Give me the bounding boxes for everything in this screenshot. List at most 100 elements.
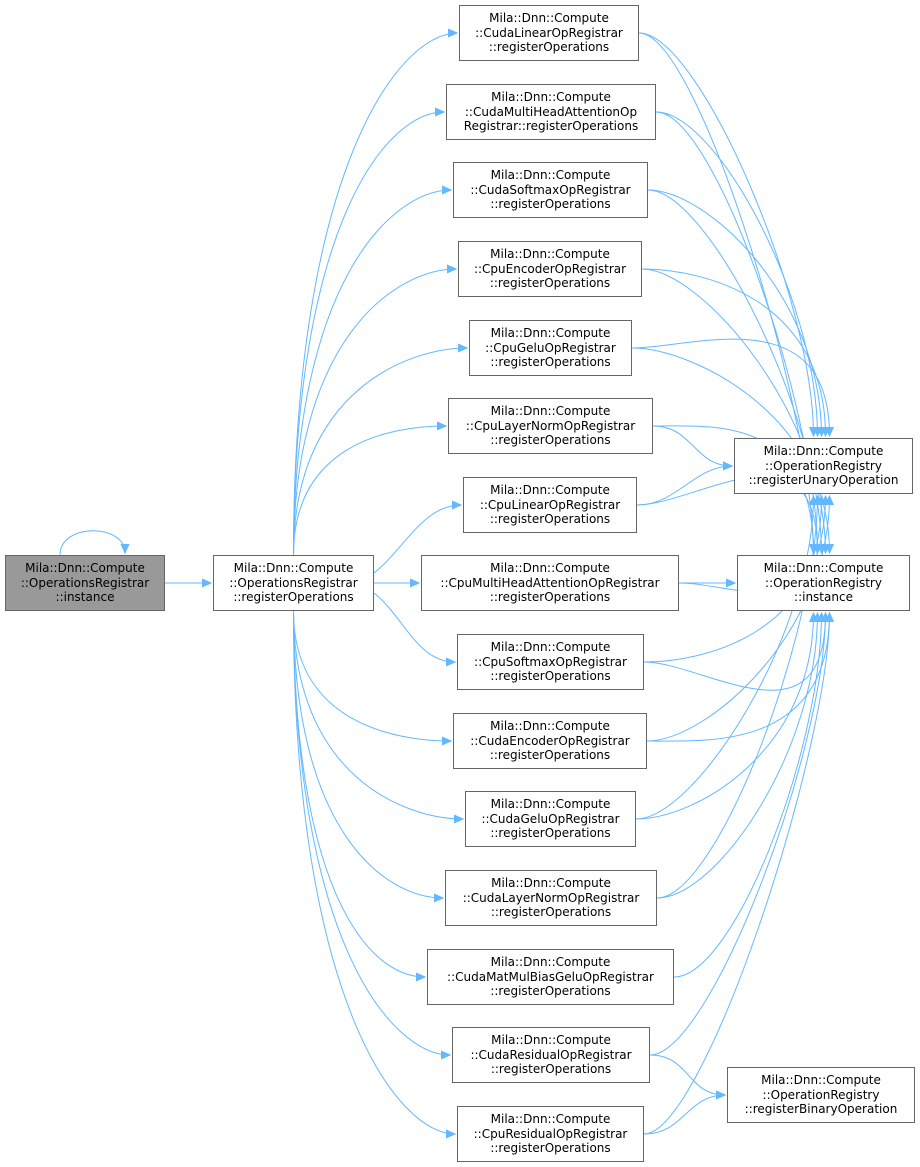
edge-cpuResidual-to-regInstance xyxy=(643,613,830,1135)
node-cpuGelu[interactable]: Mila::Dnn::Compute::CpuGeluOpRegistrar::… xyxy=(469,320,632,376)
node-label-line: ::registerOperations xyxy=(490,984,611,999)
node-label-line: Mila::Dnn::Compute xyxy=(490,168,611,183)
node-label-line: ::registerOperations xyxy=(489,276,611,291)
edge-cudaGelu-to-regUnary xyxy=(635,496,814,820)
node-label-line: ::CudaLayerNormOpRegistrar xyxy=(462,890,640,905)
edge-cpuLayerNorm-to-regInstance xyxy=(652,425,814,553)
edge-cudaResidual-to-regInstance xyxy=(649,613,826,1056)
edge-regops-to-cudaLayerNorm xyxy=(293,610,444,898)
edge-root-to-root xyxy=(59,530,125,556)
node-cudaResidual[interactable]: Mila::Dnn::Compute::CudaResidualOpRegist… xyxy=(452,1027,650,1083)
node-label-line: Mila::Dnn::Compute xyxy=(491,1033,611,1048)
edge-regops-to-cpuSoftmax xyxy=(373,592,455,662)
node-label-line: ::registerOperations xyxy=(490,433,611,448)
edge-cpuLinear-to-regUnary xyxy=(636,466,732,506)
edge-regops-to-cpuLinear xyxy=(373,505,461,574)
node-label-line: Mila::Dnn::Compute xyxy=(490,640,611,655)
edge-cpuSoftmax-to-regInstance xyxy=(643,613,826,691)
node-label-line: ::registerOperations xyxy=(490,355,611,370)
edge-cudaSoftmax-to-regUnary xyxy=(647,189,822,436)
edge-regops-to-cudaGelu xyxy=(293,610,464,819)
edge-cpuGelu-to-regUnary xyxy=(631,338,830,436)
node-label-line: ::CpuEncoderOpRegistrar xyxy=(473,261,627,276)
node-regops[interactable]: Mila::Dnn::Compute::OperationsRegistrar:… xyxy=(213,555,374,611)
edge-regops-to-cpuResidual xyxy=(293,610,456,1134)
edge-cpuEncoder-to-regInstance xyxy=(641,268,826,553)
node-label-line: ::CpuMultiHeadAttentionOpRegistrar xyxy=(440,575,660,590)
node-label-line: ::registerOperations xyxy=(490,905,612,920)
node-label-line: Mila::Dnn::Compute xyxy=(491,90,611,105)
node-cpuResidual[interactable]: Mila::Dnn::Compute::CpuResidualOpRegistr… xyxy=(457,1106,644,1162)
node-label-line: ::CpuResidualOpRegistrar xyxy=(473,1126,628,1141)
node-label-line: ::CudaLinearOpRegistrar xyxy=(475,25,623,40)
edge-cudaEncoder-to-regUnary xyxy=(646,496,830,742)
node-label-line: ::CpuSoftmaxOpRegistrar xyxy=(474,654,627,669)
node-regUnary[interactable]: Mila::Dnn::Compute::OperationRegistry::r… xyxy=(734,438,913,494)
node-label-line: Mila::Dnn::Compute xyxy=(490,561,610,576)
node-label-line: Mila::Dnn::Compute xyxy=(763,444,884,459)
node-label-line: ::CudaGeluOpRegistrar xyxy=(481,811,620,826)
node-label-line: Mila::Dnn::Compute xyxy=(25,561,145,576)
edge-cudaLayerNorm-to-regInstance xyxy=(656,613,818,899)
node-cpuLayerNorm[interactable]: Mila::Dnn::Compute::CpuLayerNormOpRegist… xyxy=(448,398,653,454)
node-label-line: ::registerOperations xyxy=(490,669,611,684)
edge-cpuResidual-to-regBinary xyxy=(643,1095,725,1135)
edge-regops-to-cpuGelu xyxy=(293,348,468,556)
node-label-line: Mila::Dnn::Compute xyxy=(490,483,610,498)
node-cudaLayerNorm[interactable]: Mila::Dnn::Compute::CudaLayerNormOpRegis… xyxy=(445,870,657,926)
node-cudaEncoder[interactable]: Mila::Dnn::Compute::CudaEncoderOpRegistr… xyxy=(453,713,647,769)
edge-cudaMatMul-to-regInstance xyxy=(673,613,822,978)
edge-cudaGelu-to-regInstance xyxy=(635,613,814,820)
node-label-line: Mila::Dnn::Compute xyxy=(490,1112,611,1127)
edge-regops-to-cpuEncoder xyxy=(293,269,457,556)
node-label-line: Registrar::registerOperations xyxy=(463,119,639,134)
node-label-line: Mila::Dnn::Compute xyxy=(761,1073,881,1088)
node-label-line: Mila::Dnn::Compute xyxy=(489,11,609,26)
node-cudaGelu[interactable]: Mila::Dnn::Compute::CudaGeluOpRegistrar:… xyxy=(465,791,636,847)
node-label-line: Mila::Dnn::Compute xyxy=(490,719,610,734)
edge-cudaResidual-to-regBinary xyxy=(649,1054,725,1095)
edge-regops-to-cudaLinear xyxy=(293,33,458,556)
node-cpuEncoder[interactable]: Mila::Dnn::Compute::CpuEncoderOpRegistra… xyxy=(458,241,642,297)
node-label-line: ::CudaMultiHeadAttentionOp xyxy=(464,104,638,119)
edge-cpuSoftmax-to-regUnary xyxy=(643,496,826,663)
edge-cudaLinear-to-regUnary xyxy=(638,32,814,436)
node-label-line: ::instance xyxy=(794,590,853,605)
node-label-line: ::registerBinaryOperation xyxy=(744,1102,898,1117)
node-label-line: ::registerOperations xyxy=(490,197,611,212)
node-label-line: Mila::Dnn::Compute xyxy=(490,797,611,812)
node-cudaMHA[interactable]: Mila::Dnn::Compute::CudaMultiHeadAttenti… xyxy=(446,84,656,140)
node-label-line: ::CpuLayerNormOpRegistrar xyxy=(465,418,636,433)
node-label-line: ::registerOperations xyxy=(488,40,610,55)
node-cudaMatMul[interactable]: Mila::Dnn::Compute::CudaMatMulBiasGeluOp… xyxy=(427,949,674,1005)
node-label-line: ::registerOperations xyxy=(490,826,611,841)
node-label-line: ::registerUnaryOperation xyxy=(748,473,899,488)
node-regBinary[interactable]: Mila::Dnn::Compute::OperationRegistry::r… xyxy=(727,1067,915,1123)
edge-regops-to-cudaSoftmax xyxy=(293,190,452,556)
node-label-line: ::registerOperations xyxy=(489,512,611,527)
node-label-line: ::CpuLinearOpRegistrar xyxy=(479,497,621,512)
node-label-line: ::registerOperations xyxy=(490,1062,612,1077)
node-label-line: ::CudaEncoderOpRegistrar xyxy=(470,733,630,748)
edge-cudaMHA-to-regUnary xyxy=(655,111,818,436)
node-label-line: ::OperationRegistry xyxy=(765,458,882,473)
node-cudaLinear[interactable]: Mila::Dnn::Compute::CudaLinearOpRegistra… xyxy=(459,5,639,61)
node-cpuLinear[interactable]: Mila::Dnn::Compute::CpuLinearOpRegistrar… xyxy=(463,477,637,533)
edge-regops-to-cudaMHA xyxy=(293,112,445,556)
node-label-line: Mila::Dnn::Compute xyxy=(233,561,354,576)
node-label-line: ::OperationRegistry xyxy=(765,575,882,590)
node-root[interactable]: Mila::Dnn::Compute::OperationsRegistrar:… xyxy=(5,555,165,611)
edge-regops-to-cudaEncoder xyxy=(293,610,452,741)
node-label-line: ::CudaMatMulBiasGeluOpRegistrar xyxy=(447,969,654,984)
node-label-line: Mila::Dnn::Compute xyxy=(490,955,611,970)
node-regInstance[interactable]: Mila::Dnn::Compute::OperationRegistry::i… xyxy=(737,555,910,611)
node-label-line: ::registerOperations xyxy=(489,748,611,763)
node-cpuSoftmax[interactable]: Mila::Dnn::Compute::CpuSoftmaxOpRegistra… xyxy=(457,634,644,690)
node-label-line: Mila::Dnn::Compute xyxy=(491,876,611,891)
node-cpuMHA[interactable]: Mila::Dnn::Compute::CpuMultiHeadAttentio… xyxy=(421,555,679,611)
node-cudaSoftmax[interactable]: Mila::Dnn::Compute::CudaSoftmaxOpRegistr… xyxy=(453,162,648,218)
node-label-line: ::CpuGeluOpRegistrar xyxy=(485,340,616,355)
edge-regops-to-cudaMatMul xyxy=(293,610,426,977)
edge-cpuEncoder-to-regUnary xyxy=(641,268,826,436)
node-label-line: ::registerOperations xyxy=(489,590,611,605)
